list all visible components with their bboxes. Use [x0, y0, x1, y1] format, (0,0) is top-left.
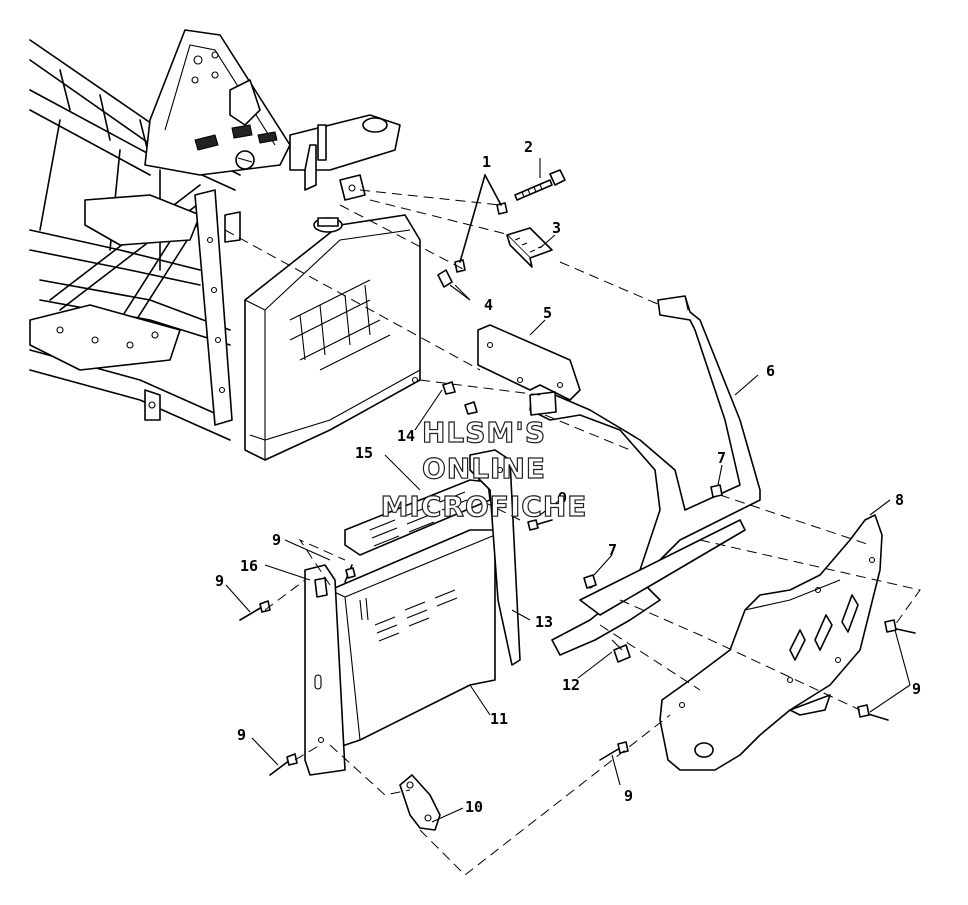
callout-9a: 9	[558, 489, 567, 507]
callout-9c: 9	[215, 572, 224, 590]
part-15-grille-top	[344, 479, 491, 556]
part-2-bolt	[514, 169, 566, 201]
part-5-bracket-plate	[477, 324, 581, 401]
callout-7b: 7	[608, 541, 617, 559]
callout-5: 5	[543, 304, 552, 322]
callout-6: 6	[766, 362, 775, 380]
leader-lines	[225, 158, 911, 823]
callout-9d: 9	[237, 726, 246, 744]
part-14-rivets	[442, 381, 478, 415]
radiator	[244, 214, 421, 461]
callout-4: 4	[484, 296, 493, 314]
steering-tower	[144, 29, 401, 426]
watermark-line-1: HLSM'S	[422, 416, 546, 449]
callout-1: 1	[482, 153, 491, 171]
callout-16: 16	[240, 557, 258, 575]
part-16-side-panel	[304, 564, 346, 776]
chassis-frame	[29, 39, 241, 441]
callout-14: 14	[397, 427, 415, 445]
callout-8: 8	[895, 491, 904, 509]
callout-9f: 9	[912, 680, 921, 698]
watermark: HLSM'S ONLINE MICROFICHE	[380, 415, 588, 523]
assembly-lines	[224, 189, 921, 876]
callout-11: 11	[490, 710, 508, 728]
callout-9b: 9	[272, 531, 281, 549]
part-6-front-bumper	[529, 295, 761, 656]
part-4-clip	[437, 269, 471, 301]
part-9-screws	[239, 519, 916, 776]
part-13-side-panel	[469, 449, 521, 666]
callout-labels: 1 2 3 4 5 6 7 7 8 9 9 9 9 9 9 9 10 11 12…	[215, 138, 921, 816]
callout-10: 10	[465, 798, 483, 816]
callout-7a: 7	[717, 449, 726, 467]
part-7-nuts	[583, 484, 723, 589]
callout-9e: 9	[624, 787, 633, 805]
callout-2: 2	[524, 138, 533, 156]
part-12-bolt	[611, 639, 631, 663]
part-8-skid-plate	[659, 514, 883, 771]
watermark-line-2: ONLINE	[422, 452, 546, 485]
callout-13: 13	[535, 613, 553, 631]
callout-3: 3	[552, 219, 561, 237]
callout-12: 12	[562, 676, 580, 694]
part-1-nut-clips	[454, 174, 508, 273]
watermark-line-3: MICROFICHE	[381, 490, 588, 523]
part-3-rubber-mount	[506, 227, 553, 268]
part-11-grille-panel	[329, 529, 496, 751]
part-10-bracket	[399, 774, 441, 831]
callout-15: 15	[355, 444, 373, 462]
